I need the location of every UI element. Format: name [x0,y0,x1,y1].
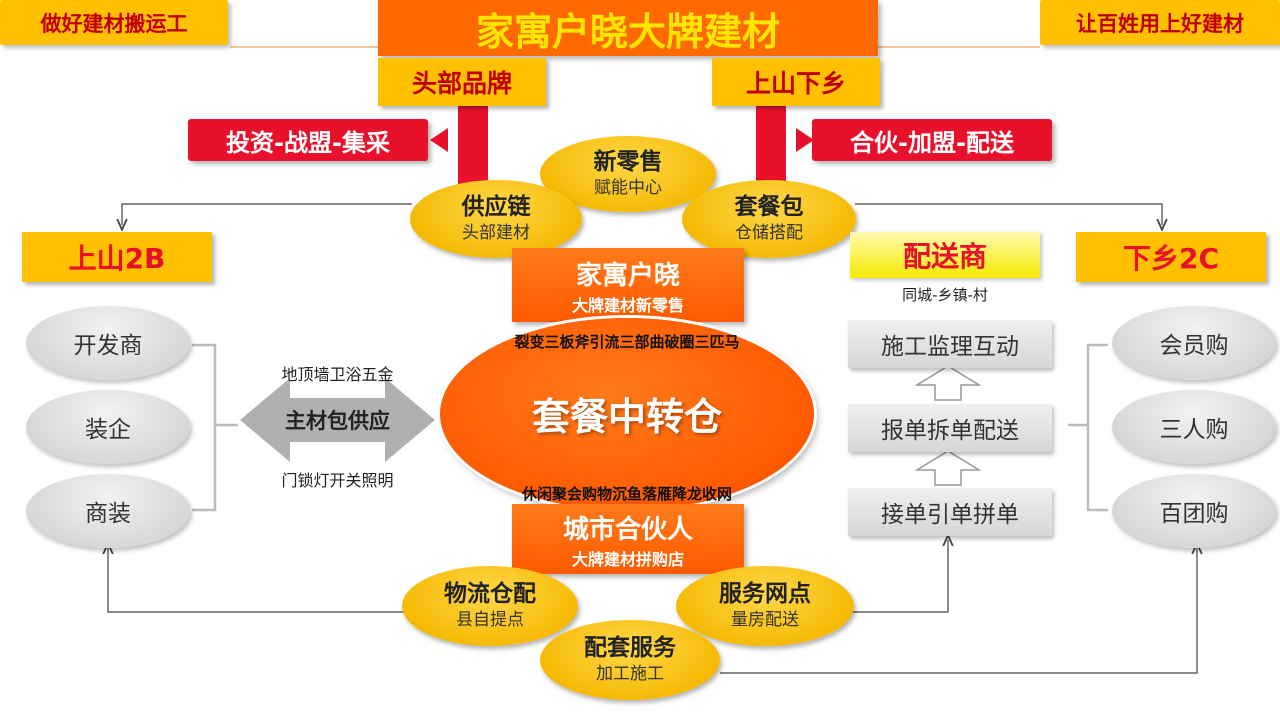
main-supply-top: 地顶墙卫浴五金 [281,365,394,384]
core-main-text: 套餐中转仓 [531,394,722,439]
main-supply-double-arrow [240,378,435,462]
up-arrow-1 [914,365,982,401]
support-title: 配套服务 [584,635,676,661]
label-c2c: 下乡2C [1076,232,1266,282]
client-commercial: 商装 [26,474,190,548]
left-red-arrowhead [430,128,448,152]
label-brand-head: 头部品牌 [378,58,546,106]
city-partner-band: 城市合伙人 大牌建材拼购店 [512,504,744,574]
main-supply-bottom: 门锁灯开关照明 [281,471,394,490]
ellipse-logistics: 物流仓配 县自提点 [402,566,578,646]
buy-three-person: 三人购 [1112,390,1276,464]
process-supervision: 施工监理互动 [848,320,1052,368]
bar-invest-alliance: 投资-战盟-集采 [188,119,428,161]
up-arrow-2 [914,450,982,486]
center-brand-title: 家寓户晓 [575,260,680,291]
logistics-sub: 县自提点 [456,610,524,630]
package-sub: 仓储搭配 [735,223,803,243]
new-retail-title: 新零售 [593,149,663,175]
core-bottom-text: 休闲聚会购物沉鱼落雁降龙收网 [521,484,732,503]
center-brand-sub: 大牌建材新零售 [571,295,684,315]
ellipse-support: 配套服务 加工施工 [540,620,720,700]
new-retail-sub: 赋能中心 [594,178,662,198]
ellipse-service-point: 服务网点 量房配送 [676,566,854,646]
line-supply-to-b2b [122,203,412,225]
main-title: 家寓户晓大牌建材 [378,0,878,56]
buy-group: 百团购 [1112,474,1276,548]
supply-chain-sub: 头部建材 [462,223,530,243]
client-developer: 开发商 [26,306,190,380]
package-title: 套餐包 [734,194,804,220]
label-b2b: 上山2B [22,232,212,282]
bar-partner-franchise: 合伙-加盟-配送 [812,119,1052,161]
slogan-left: 做好建材搬运工 [0,0,228,45]
left-red-connector [458,105,488,190]
ellipse-package: 套餐包 仓储搭配 [682,180,856,258]
right-bracket [1086,343,1108,512]
client-decoration-firm: 装企 [26,390,190,464]
service-point-title: 服务网点 [719,581,811,607]
left-bracket [192,343,217,512]
main-supply-label: 主材包供应 [285,409,390,433]
ellipse-supply-chain: 供应链 头部建材 [410,180,582,258]
right-red-connector [756,105,786,190]
city-partner-title: 城市合伙人 [562,514,693,545]
process-take-order: 接单引单拼单 [848,488,1052,536]
logistics-title: 物流仓配 [444,581,536,607]
core-top-text: 裂变三板斧引流三部曲破圈三匹马 [514,332,740,351]
line-support-to-group-buy [720,548,1197,674]
distributor-scope: 同城-乡镇-村 [902,285,988,304]
line-service-to-order [850,540,948,613]
label-distributor: 配送商 [850,232,1040,278]
center-brand-band: 家寓户晓 大牌建材新零售 [512,248,744,322]
process-split-deliver: 报单拆单配送 [848,404,1052,452]
line-logistics-to-commercial [108,548,410,613]
core-ellipse [440,318,814,510]
support-sub: 加工施工 [596,664,664,684]
city-partner-sub: 大牌建材拼购店 [571,549,684,569]
supply-chain-title: 供应链 [461,194,531,220]
slogan-right: 让百姓用上好建材 [1040,0,1280,45]
label-rural: 上山下乡 [712,58,880,106]
right-red-arrowhead [796,128,814,152]
line-package-to-c2c [855,203,1162,225]
buy-member: 会员购 [1112,306,1276,380]
service-point-sub: 量房配送 [731,610,799,630]
